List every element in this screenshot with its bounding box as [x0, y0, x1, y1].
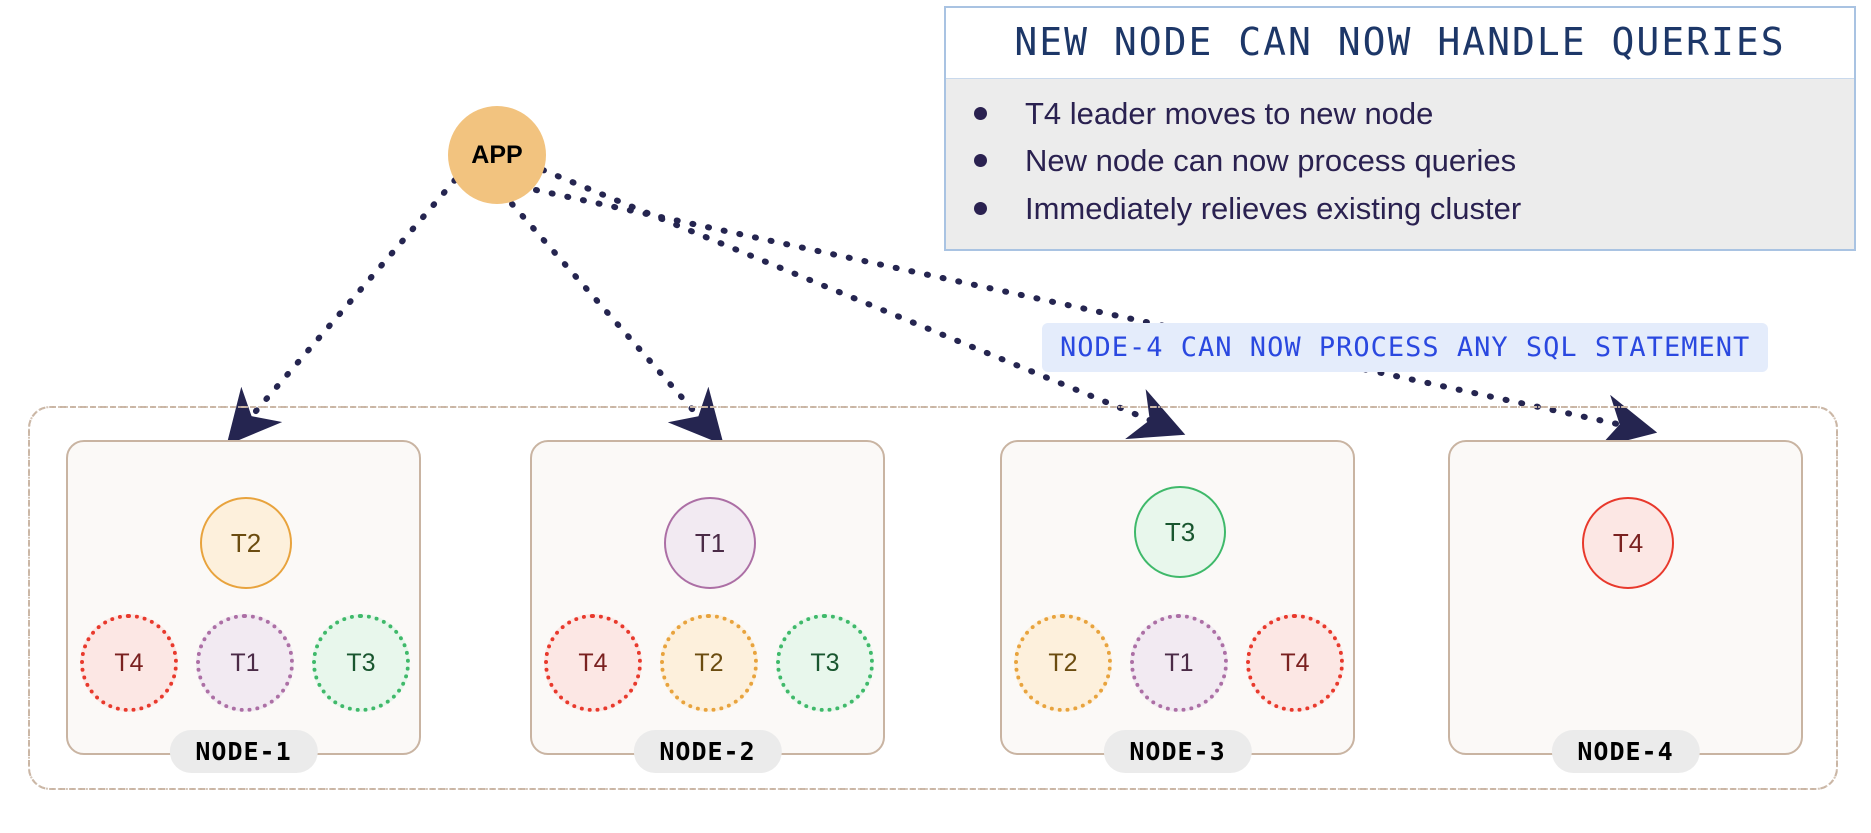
leader-circle-node-1[interactable]: T2 — [200, 497, 292, 589]
info-list-item-text: New node can now process queries — [1025, 143, 1517, 179]
leader-label: T3 — [1164, 516, 1196, 547]
node-label-1: NODE-1 — [169, 730, 318, 773]
node-label-2: NODE-2 — [633, 730, 782, 773]
follower-circle[interactable]: T2 — [1014, 614, 1112, 712]
leader-label: T1 — [694, 527, 726, 558]
bullet-icon — [974, 154, 987, 168]
arrow-app-to-node-2 — [509, 201, 724, 446]
follower-circle[interactable]: T4 — [1246, 614, 1344, 712]
follower-circle[interactable]: T2 — [660, 614, 758, 712]
follower-circle[interactable]: T3 — [312, 614, 410, 712]
info-box-body: T4 leader moves to new node New node can… — [946, 78, 1854, 249]
follower-label: T3 — [810, 648, 840, 677]
follower-label: T3 — [346, 648, 376, 677]
node-box-3[interactable]: T3 T2 T1 T4 NODE-3 — [1000, 440, 1355, 773]
follower-label: T1 — [1164, 648, 1194, 677]
info-list-item: Immediately relieves existing cluster — [974, 186, 1854, 231]
follower-circle[interactable]: T4 — [544, 614, 642, 712]
info-list-item: New node can now process queries — [974, 138, 1854, 183]
leader-circle-node-2[interactable]: T1 — [664, 497, 756, 589]
info-box: NEW NODE CAN NOW HANDLE QUERIES T4 leade… — [944, 6, 1856, 251]
node-label-4: NODE-4 — [1551, 730, 1700, 773]
node-box-2[interactable]: T1 T4 T2 T3 NODE-2 — [530, 440, 885, 773]
node-box-4[interactable]: T4 NODE-4 — [1448, 440, 1803, 773]
follower-circle[interactable]: T3 — [776, 614, 874, 712]
cluster-boundary — [28, 406, 1838, 790]
bullet-icon — [974, 201, 987, 215]
follower-label: T4 — [578, 648, 608, 677]
arrow-app-to-node-1 — [226, 177, 458, 446]
leader-label: T4 — [1612, 527, 1644, 558]
leader-circle-node-4[interactable]: T4 — [1582, 497, 1674, 589]
follower-label: T4 — [114, 648, 144, 677]
callout-banner: NODE-4 CAN NOW PROCESS ANY SQL STATEMENT — [1042, 323, 1769, 372]
app-node-label: APP — [471, 140, 523, 169]
app-node[interactable]: APP — [448, 106, 546, 204]
follower-circle[interactable]: T4 — [80, 614, 178, 712]
info-list-item-text: T4 leader moves to new node — [1025, 96, 1434, 131]
node-box-1[interactable]: T2 T4 T1 T3 NODE-1 — [66, 440, 421, 773]
follower-label: T1 — [230, 648, 260, 677]
follower-label: T2 — [694, 648, 724, 677]
leader-circle-node-3[interactable]: T3 — [1134, 486, 1226, 578]
follower-label: T4 — [1280, 648, 1310, 677]
leader-label: T2 — [230, 527, 262, 558]
info-list-item: T4 leader moves to new node — [974, 91, 1854, 136]
info-list-item-text: Immediately relieves existing cluster — [1025, 190, 1522, 226]
follower-circle[interactable]: T1 — [196, 614, 294, 712]
follower-circle[interactable]: T1 — [1130, 614, 1228, 712]
follower-label: T2 — [1048, 648, 1078, 677]
bullet-icon — [974, 107, 987, 121]
info-box-title: NEW NODE CAN NOW HANDLE QUERIES — [946, 8, 1854, 78]
node-label-3: NODE-3 — [1103, 730, 1252, 773]
